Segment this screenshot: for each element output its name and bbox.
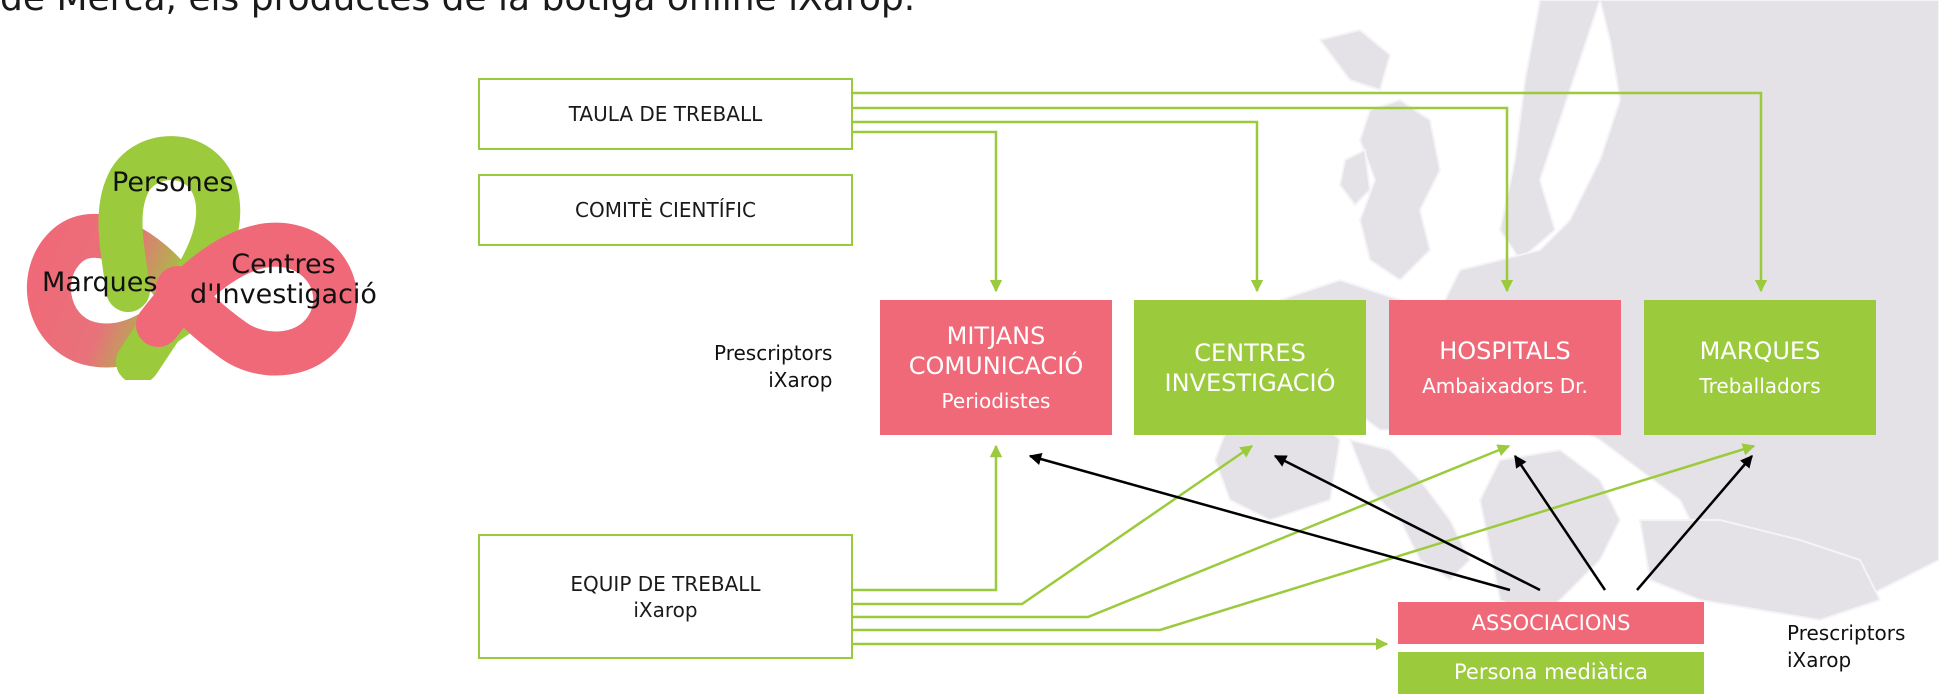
associacions-bar: ASSOCIACIONS	[1398, 602, 1704, 644]
prescriptors-left-label: Prescriptors iXarop	[714, 341, 833, 392]
taula-to-centres-line	[853, 120, 1264, 293]
equip-to-mitjans-line	[853, 444, 1003, 592]
equip-to-centres-line	[853, 444, 1254, 606]
equip-de-treball-box: EQUIP DE TREBALL iXarop	[478, 534, 853, 659]
equip-to-hospitals-line	[853, 444, 1511, 619]
taula-to-hospitals-line	[853, 106, 1514, 293]
assoc-to-mitjans-arrow	[1028, 453, 1511, 592]
infinity-logo	[26, 136, 358, 380]
label-persones: Persones	[112, 167, 234, 198]
marques-box: MARQUES Treballadors	[1644, 300, 1876, 435]
comite-cientific-box: COMITÈ CIENTÍFIC	[478, 174, 853, 246]
assoc-to-marques-arrow	[1636, 455, 1753, 591]
assoc-to-centres-arrow	[1273, 454, 1541, 592]
centres-investigacio-box: CENTRES INVESTIGACIÓ	[1134, 300, 1366, 435]
intro-paragraph-line: de Merca, els productes de la botiga onl…	[0, 0, 915, 19]
taula-de-treball-box: TAULA DE TREBALL	[478, 78, 853, 150]
taula-to-marques-line	[853, 91, 1768, 293]
taula-to-mitjans-line	[853, 130, 1003, 293]
mitjans-comunicacio-box: MITJANS COMUNICACIÓ Periodistes	[880, 300, 1112, 435]
label-marques: Marques	[42, 267, 158, 298]
hospitals-box: HOSPITALS Ambaixadors Dr.	[1389, 300, 1621, 435]
connector-diagram	[853, 91, 1768, 651]
prescriptors-right-label: Prescriptors iXarop	[1787, 621, 1906, 672]
persona-mediatica-bar: Persona mediàtica	[1398, 652, 1704, 694]
centres-lobe	[136, 222, 358, 376]
assoc-to-hospitals-arrow	[1513, 454, 1607, 591]
equip-to-marques-line	[853, 443, 1756, 632]
label-centres-investigacio: Centres d'Investigació	[190, 249, 377, 310]
